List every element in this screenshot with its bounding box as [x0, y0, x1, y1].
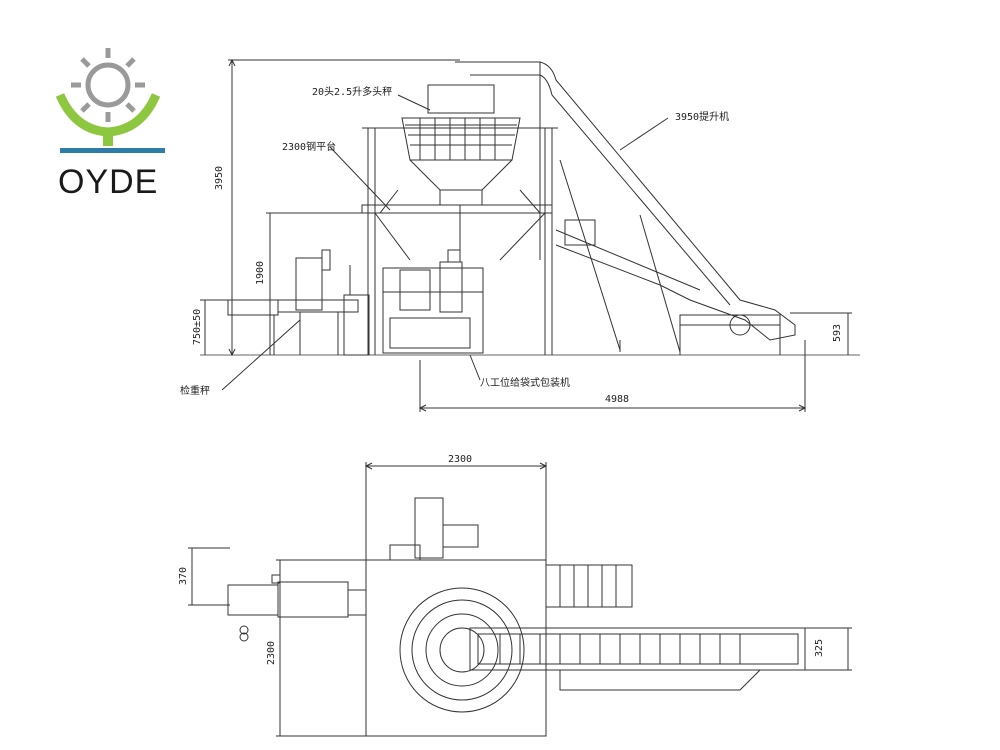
label-weigher: 20头2.5升多头秤	[312, 87, 393, 98]
logo-bar	[60, 148, 165, 153]
rotary-weigher-top	[399, 587, 525, 713]
dim-conveyor-width: 325	[814, 638, 825, 657]
label-platform: 2300钢平台	[282, 142, 337, 153]
dim-platform-height: 1900	[255, 260, 266, 285]
platform-outline	[365, 559, 547, 737]
dim-top-depth: 2300	[266, 640, 277, 665]
brand-name: OYDE	[58, 163, 159, 201]
label-elevator: 3950提升机	[675, 112, 730, 123]
label-packer: 八工位给袋式包装机	[480, 378, 570, 389]
y-stem	[103, 128, 113, 146]
gear-icon	[71, 48, 145, 122]
height-dimension	[228, 58, 460, 357]
rotary-packing-machine	[382, 249, 484, 354]
bucket-elevator	[455, 61, 796, 355]
top-view	[188, 462, 852, 737]
dim-conveyor-height: 750±50	[192, 308, 203, 345]
elevator-top-frame	[545, 564, 633, 608]
dim-top-width: 2300	[448, 454, 473, 465]
side-view	[200, 58, 860, 412]
dim-total-height: 3950	[214, 165, 225, 190]
company-logo	[55, 48, 165, 153]
checkweigher-machine	[227, 249, 370, 356]
multihead-weigher	[401, 84, 521, 255]
label-checkweigher: 检重秤	[180, 386, 210, 397]
dim-discharge-height: 593	[832, 323, 843, 342]
steel-platform	[361, 127, 558, 355]
conveyor-top	[469, 627, 806, 671]
dim-offset-left: 370	[178, 566, 189, 585]
dim-total-length: 4988	[605, 394, 630, 405]
length-dimension	[418, 340, 807, 412]
